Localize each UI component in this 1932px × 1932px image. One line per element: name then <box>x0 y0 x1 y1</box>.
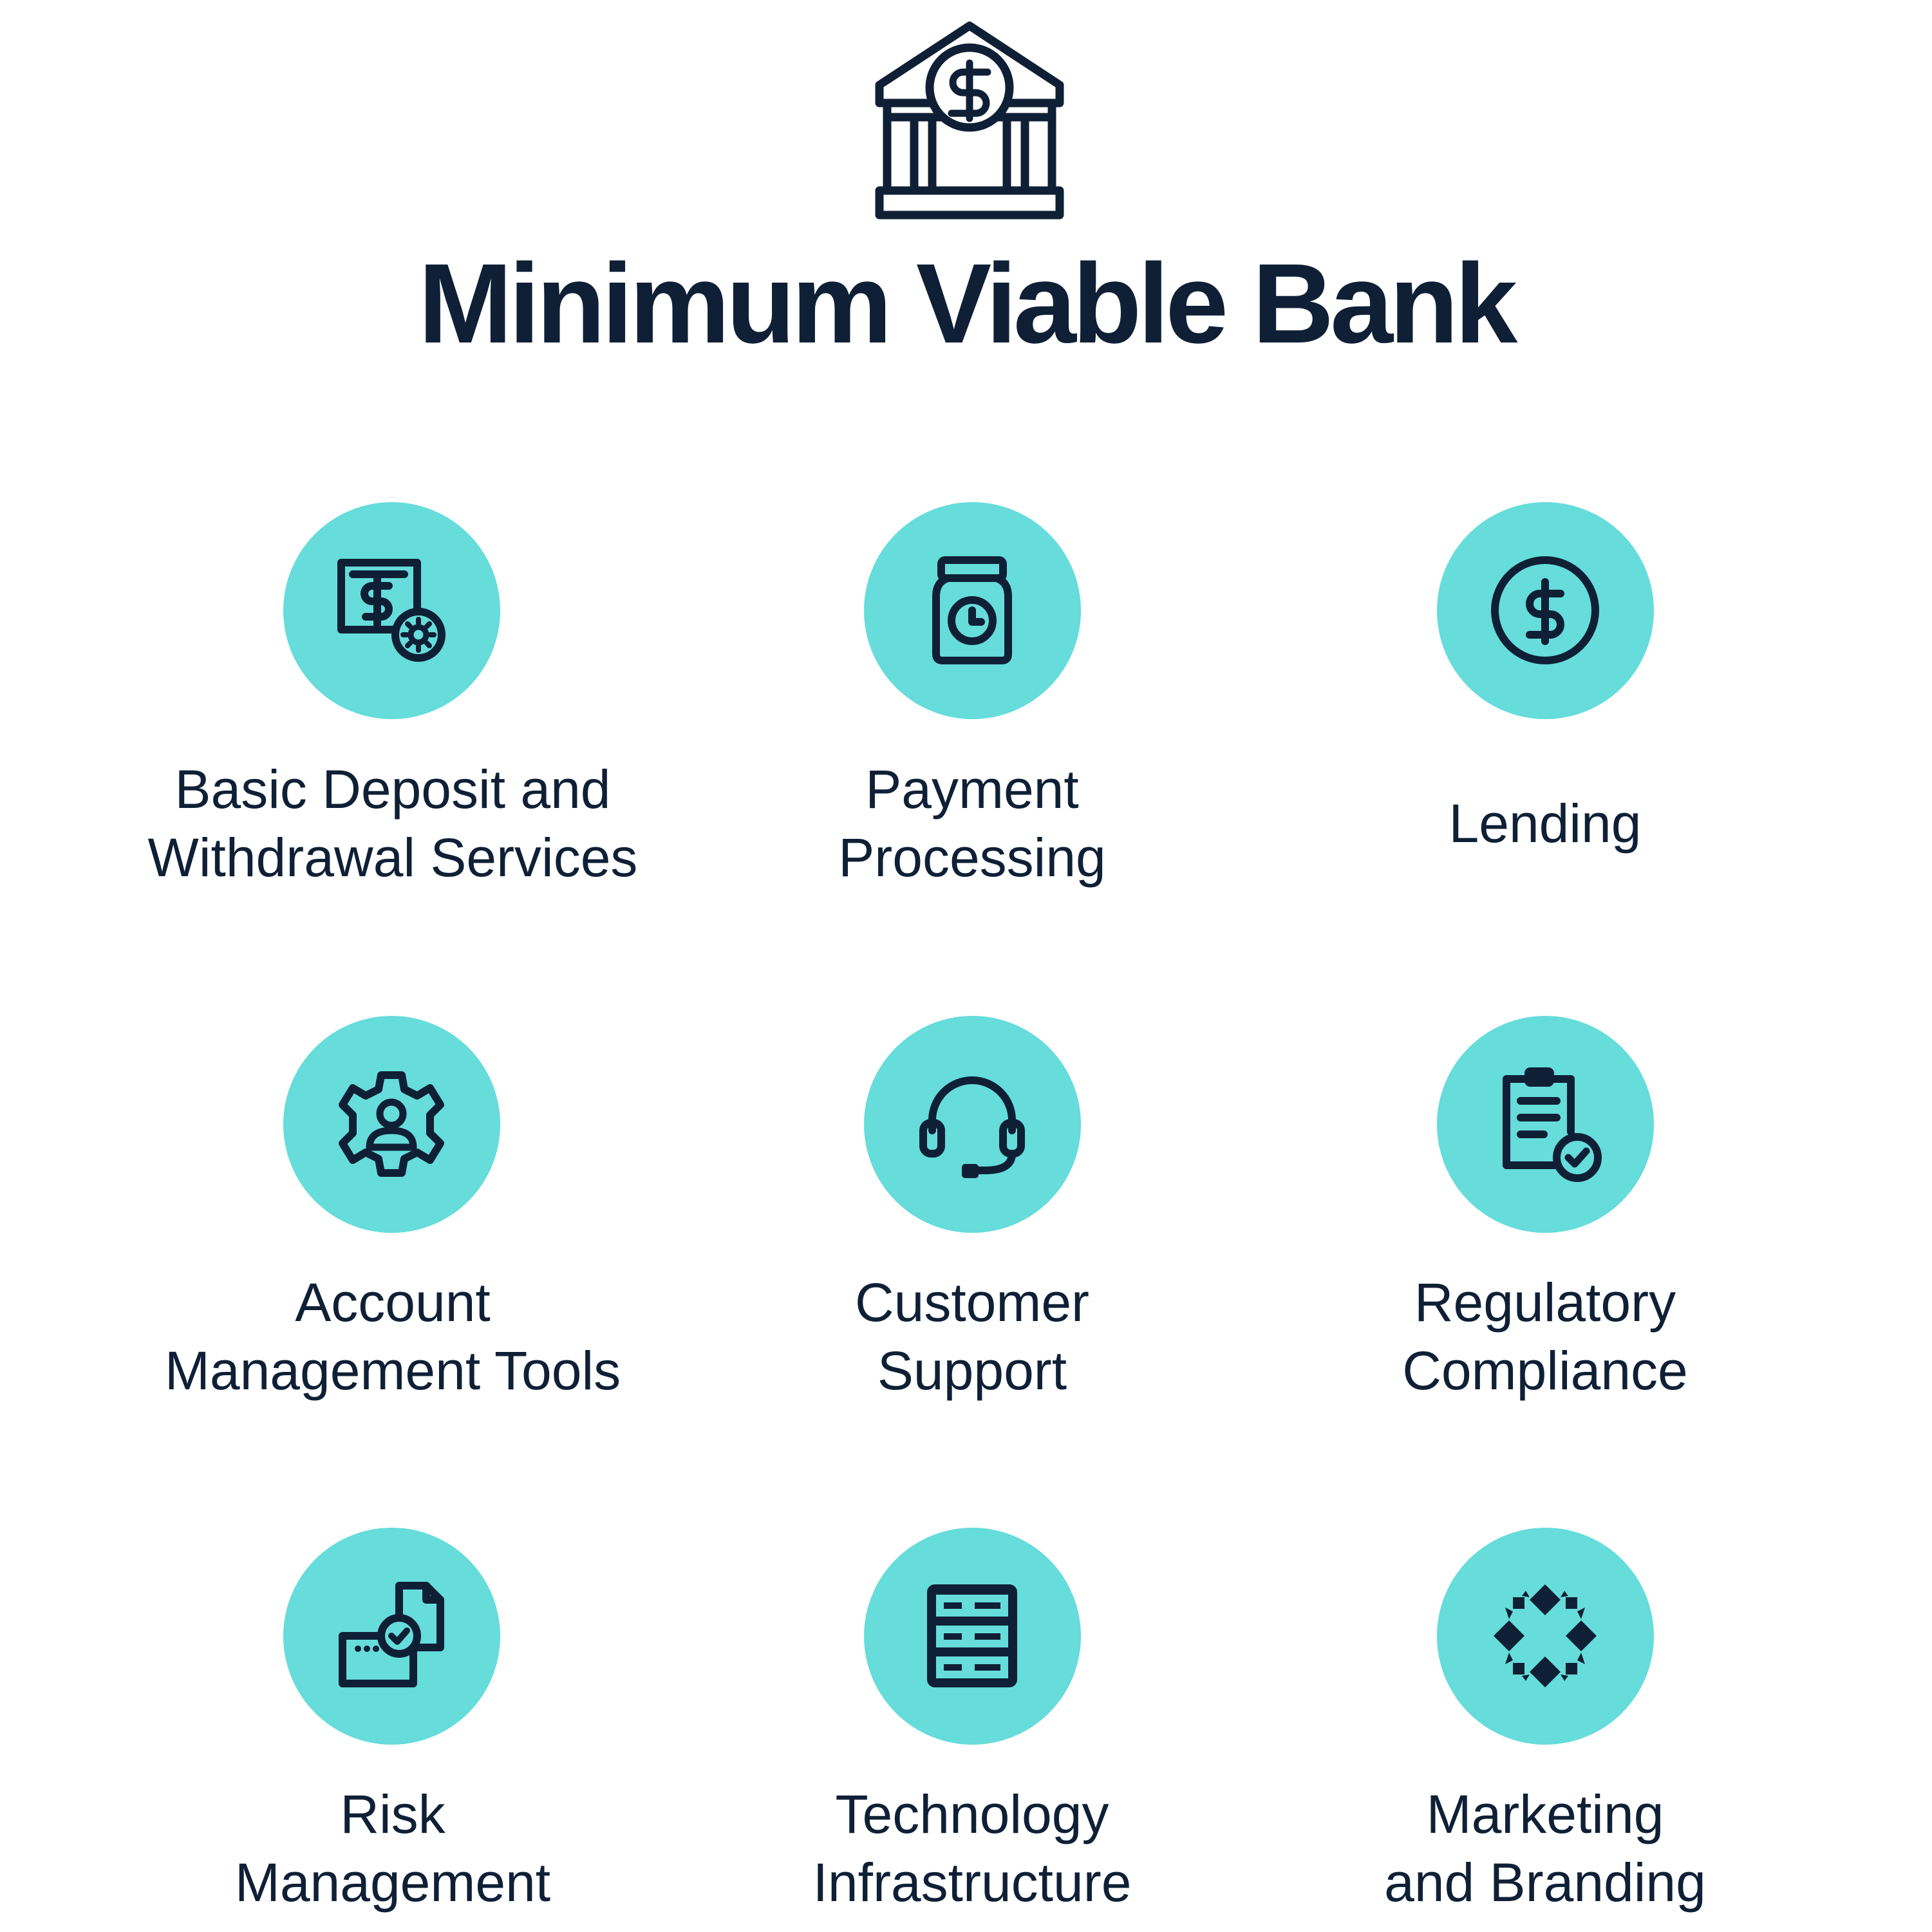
diamond-ring-icon <box>1494 1584 1597 1687</box>
icon-badge <box>283 1528 500 1745</box>
clipboard-check-icon <box>1503 1067 1602 1182</box>
page-title: Minimum Viable Bank <box>418 241 1518 367</box>
icon-badge <box>1437 1528 1654 1745</box>
dollar-coin-icon <box>1491 556 1599 664</box>
icon-badge <box>283 502 500 719</box>
item-label: Lending <box>1449 793 1642 854</box>
icon-badge <box>283 1016 500 1233</box>
icon-badge <box>864 1016 1081 1233</box>
icon-badge <box>1437 502 1654 719</box>
gear-user-icon <box>339 1071 444 1177</box>
document-approval-icon <box>339 1582 444 1687</box>
icon-badge <box>864 1528 1081 1745</box>
bank-building-dollar-icon <box>875 21 1064 220</box>
icon-badge <box>864 502 1081 719</box>
headset-icon <box>919 1076 1025 1178</box>
deposit-terminal-gear-icon <box>337 559 445 662</box>
icon-badge <box>1437 1016 1654 1233</box>
payment-clock-jar-icon <box>932 556 1012 664</box>
server-rack-icon <box>927 1584 1017 1687</box>
